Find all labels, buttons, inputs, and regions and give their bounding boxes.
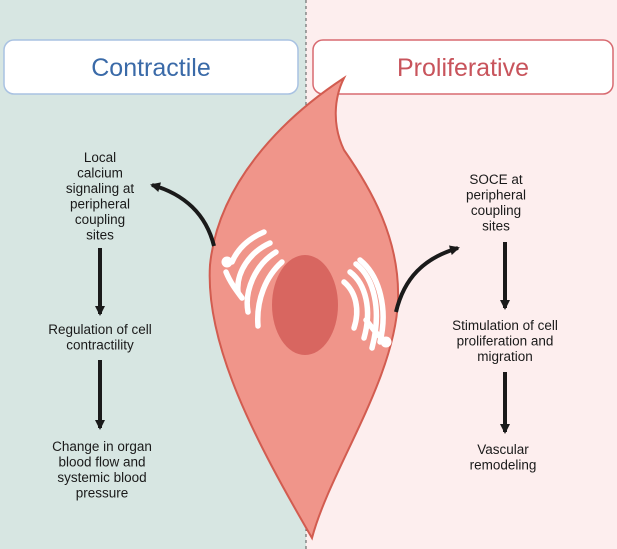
right-step-1-line-2: migration <box>477 349 533 364</box>
left-step-0-line-1: calcium <box>77 166 123 181</box>
left-step-0-line-0: Local <box>84 150 116 165</box>
right-step-1-line-0: Stimulation of cell <box>452 318 558 333</box>
left-step-1-line-1: contractility <box>66 338 134 353</box>
right-step-2-line-0: Vascular <box>477 442 529 457</box>
nucleus <box>272 255 338 355</box>
left-step-0-line-5: sites <box>86 228 114 243</box>
right-step-1-line-1: proliferation and <box>457 334 554 349</box>
left-step-1-line-0: Regulation of cell <box>48 322 152 337</box>
sarcoplasmic-reticulum-left <box>221 229 285 329</box>
left-step-0-line-3: peripheral <box>70 197 130 212</box>
left-step-2-line-1: blood flow and <box>58 455 145 470</box>
curved-arrow-to-soce <box>394 245 460 313</box>
left-step-2-line-0: Change in organ <box>52 439 152 454</box>
sarcoplasmic-reticulum-right <box>341 257 392 351</box>
right-step-0-line-3: sites <box>482 219 510 234</box>
left-step-0-line-2: signaling at <box>66 181 135 196</box>
smooth-muscle-cell <box>208 75 400 541</box>
proliferative-header-box <box>312 39 614 95</box>
left-step-2-line-2: systemic blood <box>57 470 146 485</box>
contractile-header-box <box>3 39 299 95</box>
left-step-2-line-3: pressure <box>76 486 129 501</box>
right-step-0-line-0: SOCE at <box>469 172 523 187</box>
contractile-title: Contractile <box>91 54 211 82</box>
curved-arrow-to-local-calcium <box>150 182 216 247</box>
right-step-2-line-1: remodeling <box>470 458 537 473</box>
right-step-0-line-2: coupling <box>471 203 521 218</box>
right-step-0-line-1: peripheral <box>466 188 526 203</box>
proliferative-title: Proliferative <box>397 54 529 82</box>
left-step-0-line-4: coupling <box>75 212 125 227</box>
